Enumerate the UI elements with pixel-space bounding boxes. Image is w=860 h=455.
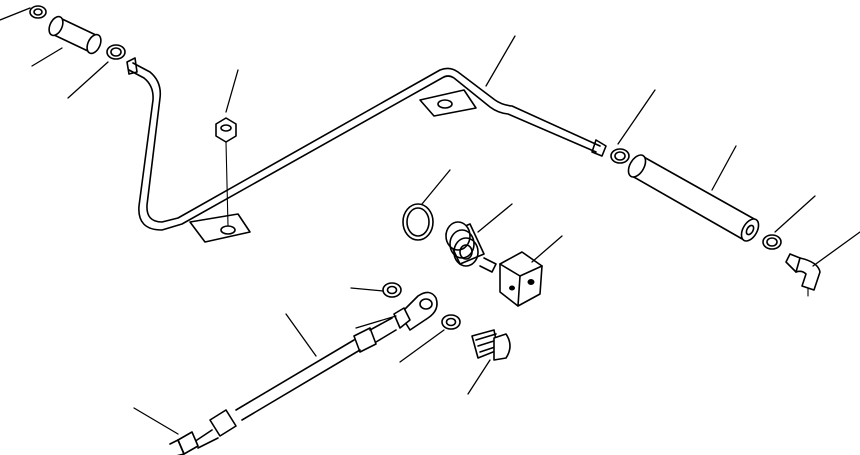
- leader-lines: [0, 7, 860, 435]
- protector-hose-left[interactable]: [46, 14, 103, 55]
- hose-end-connector[interactable]: [169, 431, 199, 455]
- adapter[interactable]: [445, 221, 497, 273]
- nut[interactable]: [215, 117, 237, 227]
- hose-assembly[interactable]: [193, 317, 397, 449]
- clamp-right-end[interactable]: [762, 234, 782, 250]
- o-ring[interactable]: [402, 203, 434, 241]
- tube-assembly[interactable]: [126, 57, 607, 231]
- clamp-left-end[interactable]: [29, 5, 47, 19]
- eye-joint[interactable]: [393, 291, 438, 331]
- bracket-plate[interactable]: [189, 89, 477, 243]
- protector-hose-right[interactable]: [625, 152, 762, 244]
- washer-upper[interactable]: [382, 282, 402, 298]
- tee-block[interactable]: [499, 251, 543, 307]
- elbow-fitting[interactable]: [785, 253, 821, 297]
- banjo-bolt[interactable]: [471, 329, 511, 361]
- clamp-left[interactable]: [106, 44, 126, 60]
- washer-lower[interactable]: [441, 314, 461, 330]
- clamp-right[interactable]: [610, 148, 630, 164]
